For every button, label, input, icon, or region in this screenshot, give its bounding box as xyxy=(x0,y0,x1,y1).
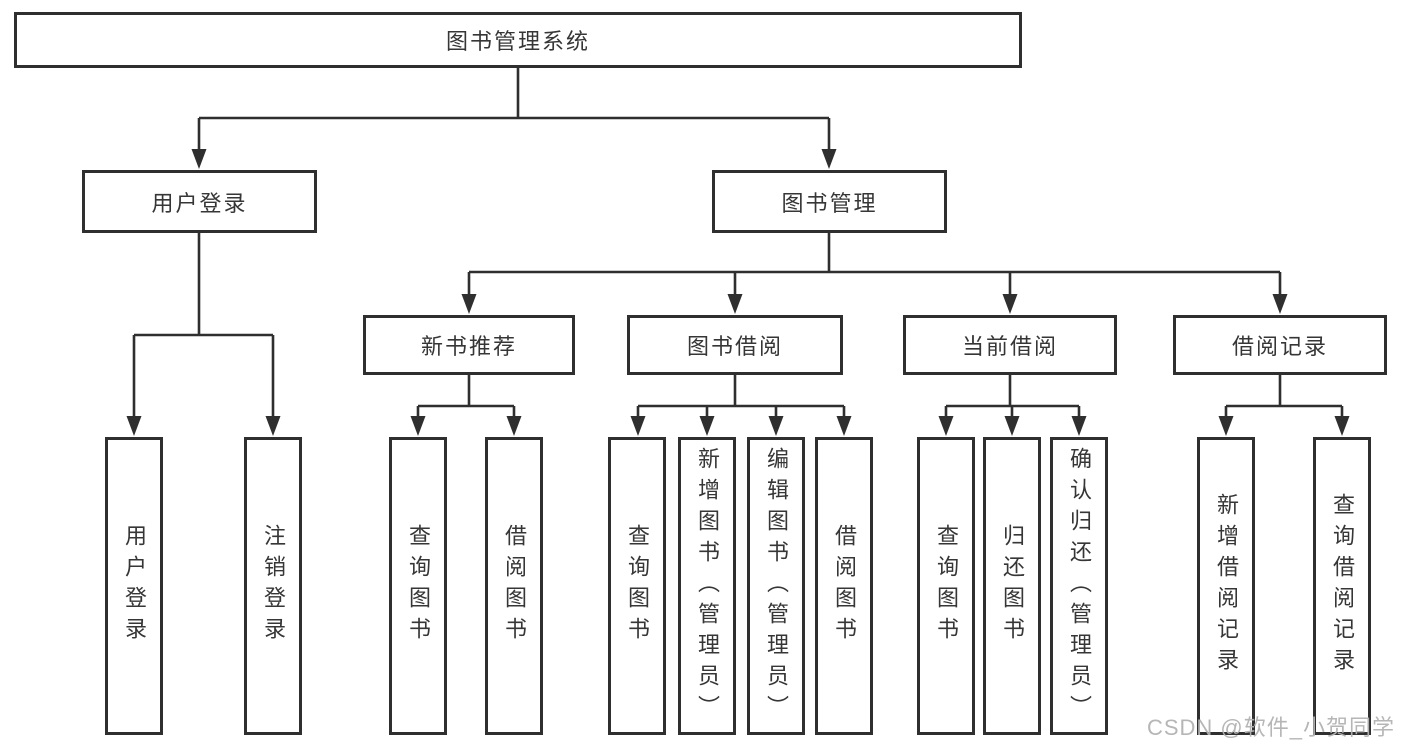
arrowhead xyxy=(1334,416,1350,436)
arrowhead xyxy=(1071,416,1087,436)
connector-path xyxy=(944,375,1081,418)
node-book-borrow: 图书借阅 xyxy=(627,315,843,375)
node-new-book-recommend: 新书推荐 xyxy=(363,315,575,375)
node-label: 借阅图书 xyxy=(832,524,857,648)
node-book-management: 图书管理 xyxy=(712,170,947,233)
arrowhead xyxy=(461,294,477,314)
connector-path xyxy=(132,233,275,418)
arrowhead xyxy=(410,416,426,436)
node-label: 查询图书 xyxy=(406,524,431,648)
leaf-query-books-recommend: 查询图书 xyxy=(389,437,447,735)
arrowhead xyxy=(699,416,715,436)
leaf-confirm-return-admin: 确认归还（管理员） xyxy=(1050,437,1108,735)
arrowhead xyxy=(768,416,784,436)
arrowhead xyxy=(938,416,954,436)
node-root: 图书管理系统 xyxy=(14,12,1022,68)
node-label: 注销登录 xyxy=(261,524,286,648)
leaf-borrow-books-recommend: 借阅图书 xyxy=(485,437,543,735)
node-label: 图书借阅 xyxy=(686,334,783,359)
leaf-query-borrow-record: 查询借阅记录 xyxy=(1313,437,1371,735)
node-current-borrow: 当前借阅 xyxy=(903,315,1117,375)
leaf-add-books-admin: 新增图书（管理员） xyxy=(678,437,736,735)
node-label: 新增图书（管理员） xyxy=(695,446,720,726)
leaf-return-books: 归还图书 xyxy=(983,437,1041,735)
node-label: 当前借阅 xyxy=(961,334,1058,359)
node-label: 用户登录 xyxy=(151,190,248,216)
leaf-edit-books-admin: 编辑图书（管理员） xyxy=(747,437,805,735)
arrowhead xyxy=(1218,416,1234,436)
node-user-login: 用户登录 xyxy=(82,170,317,233)
arrowhead xyxy=(727,294,743,314)
arrowhead xyxy=(191,149,207,169)
arrowhead xyxy=(126,416,142,436)
node-label: 编辑图书（管理员） xyxy=(764,446,789,726)
node-label: 新书推荐 xyxy=(420,334,517,359)
node-label: 查询图书 xyxy=(625,524,650,648)
watermark-text: CSDN @软件_小贺同学 xyxy=(1146,715,1395,740)
node-borrow-records: 借阅记录 xyxy=(1173,315,1387,375)
node-label: 新增借阅记录 xyxy=(1214,493,1239,679)
leaf-query-books-borrow: 查询图书 xyxy=(608,437,666,735)
node-label: 借阅记录 xyxy=(1231,334,1328,359)
node-label: 确认归还（管理员） xyxy=(1067,446,1092,726)
arrowhead xyxy=(1272,294,1288,314)
connector-path xyxy=(467,233,1282,296)
node-label: 图书管理 xyxy=(781,190,878,216)
leaf-user-login: 用户登录 xyxy=(105,437,163,735)
arrowhead xyxy=(1002,294,1018,314)
connector-path xyxy=(636,375,846,418)
leaf-borrow-books: 借阅图书 xyxy=(815,437,873,735)
arrowhead xyxy=(265,416,281,436)
node-label: 用户登录 xyxy=(122,524,147,648)
arrowhead xyxy=(1004,416,1020,436)
node-label: 图书管理系统 xyxy=(445,29,590,54)
node-label: 查询借阅记录 xyxy=(1330,493,1355,679)
connector-path xyxy=(1224,375,1344,418)
node-label: 查询图书 xyxy=(934,524,959,648)
node-label: 归还图书 xyxy=(1000,524,1025,648)
leaf-add-borrow-record: 新增借阅记录 xyxy=(1197,437,1255,735)
connector-path xyxy=(197,68,831,151)
arrowhead xyxy=(821,149,837,169)
leaf-logout: 注销登录 xyxy=(244,437,302,735)
connector-path xyxy=(416,375,516,418)
arrowhead xyxy=(630,416,646,436)
node-label: 借阅图书 xyxy=(502,524,527,648)
arrowhead xyxy=(836,416,852,436)
arrowhead xyxy=(506,416,522,436)
leaf-query-books-current: 查询图书 xyxy=(917,437,975,735)
